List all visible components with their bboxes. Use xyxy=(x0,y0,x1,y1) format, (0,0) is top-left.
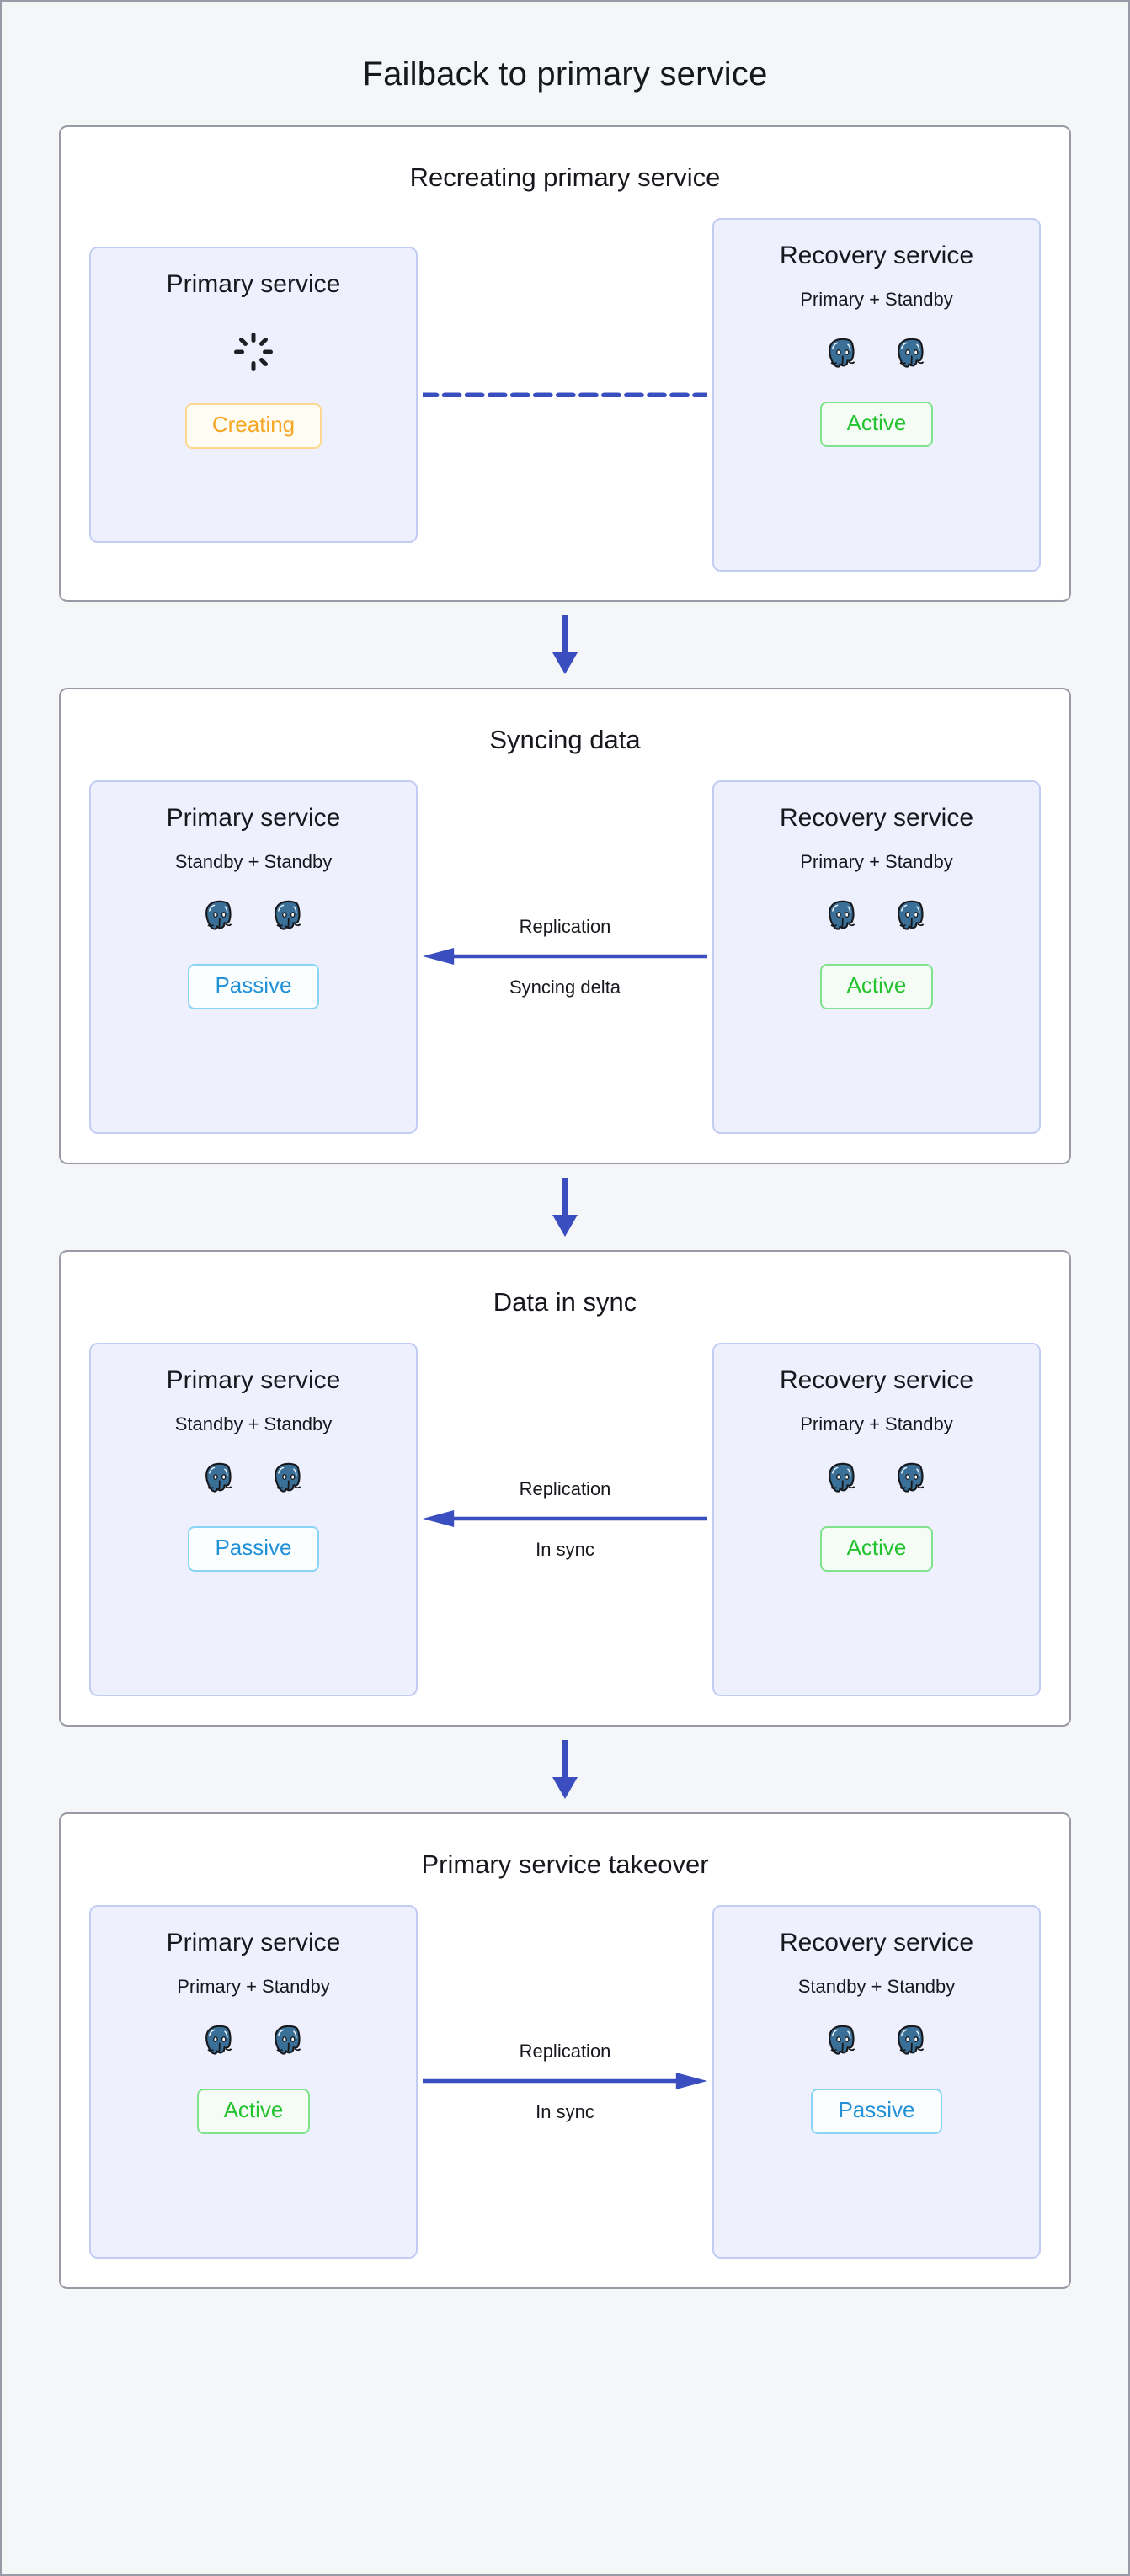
connector-label-bottom: In sync xyxy=(536,1539,594,1560)
arrow-left-icon xyxy=(423,1510,707,1527)
stage-transition-arrow xyxy=(59,1164,1071,1250)
status-badge: Passive xyxy=(188,1526,319,1572)
stage-title: Syncing data xyxy=(489,725,641,754)
postgresql-elephant-icon xyxy=(275,1462,301,1493)
postgresql-elephant-icon xyxy=(275,900,301,930)
status-badge: Active xyxy=(819,964,934,1009)
arrow-down-icon xyxy=(552,1740,578,1799)
connector-label-top: Replication xyxy=(519,915,611,937)
status-badge: Creating xyxy=(184,403,322,449)
node-row xyxy=(820,895,933,939)
connector-label-top: Replication xyxy=(519,2040,611,2062)
status-badge: Active xyxy=(819,402,934,447)
connector-label-bottom: In sync xyxy=(536,2101,594,2122)
service-name: Recovery service xyxy=(779,804,974,832)
service-name: Recovery service xyxy=(779,1929,974,1956)
postgresql-elephant-icon xyxy=(205,1462,232,1493)
stage-transition-arrow xyxy=(59,1727,1071,1812)
arrow-down-icon xyxy=(552,1178,578,1237)
service-name: Primary service xyxy=(166,270,341,298)
service-topology: Primary + Standby xyxy=(800,289,953,310)
postgresql-elephant-icon xyxy=(898,1462,925,1493)
postgresql-elephant-icon xyxy=(898,2025,925,2055)
loading-spinner-icon xyxy=(231,329,276,375)
postgresql-elephant-icon xyxy=(205,900,232,930)
stage-title: Recreating primary service xyxy=(409,162,721,192)
stage-title: Primary service takeover xyxy=(421,1850,709,1879)
node-row xyxy=(197,1457,310,1501)
postgresql-elephant-icon xyxy=(829,1462,855,1493)
service-name: Primary service xyxy=(166,1366,341,1394)
postgresql-elephant-icon xyxy=(898,338,925,368)
postgresql-elephant-icon xyxy=(829,338,855,368)
node-row xyxy=(820,2020,933,2063)
status-badge: Passive xyxy=(188,964,319,1009)
arrow-down-icon xyxy=(552,615,578,674)
service-topology: Primary + Standby xyxy=(800,1413,953,1434)
connector-label-bottom: Syncing delta xyxy=(509,977,621,998)
postgresql-elephant-icon xyxy=(275,2025,301,2055)
page-title: Failback to primary service xyxy=(362,56,768,93)
service-topology: Standby + Standby xyxy=(174,851,333,872)
service-name: Primary service xyxy=(166,1929,341,1956)
service-name: Primary service xyxy=(166,804,341,832)
dashed-link-line xyxy=(423,392,707,397)
postgresql-elephant-icon xyxy=(205,2025,232,2055)
arrow-right-icon xyxy=(423,2073,707,2089)
postgresql-elephant-icon xyxy=(898,900,925,930)
status-badge: Active xyxy=(819,1526,934,1572)
status-badge: Passive xyxy=(811,2089,942,2134)
stage-transition-arrow xyxy=(59,602,1071,688)
replication-connector: Replication In sync xyxy=(418,1477,712,1560)
node-row xyxy=(197,895,310,939)
postgresql-elephant-icon xyxy=(829,900,855,930)
replication-connector xyxy=(418,391,712,399)
connector-label-top: Replication xyxy=(519,1477,611,1499)
service-topology: Primary + Standby xyxy=(177,1976,330,1997)
service-name: Recovery service xyxy=(779,242,974,269)
service-topology: Standby + Standby xyxy=(174,1413,333,1434)
service-name: Recovery service xyxy=(779,1366,974,1394)
node-row xyxy=(197,2020,310,2063)
stage-title: Data in sync xyxy=(493,1287,637,1317)
service-topology: Standby + Standby xyxy=(797,1976,956,1997)
node-row xyxy=(820,1457,933,1501)
arrow-left-icon xyxy=(423,948,707,965)
postgresql-elephant-icon xyxy=(829,2025,855,2055)
replication-connector: Replication In sync xyxy=(418,2041,712,2122)
service-topology: Primary + Standby xyxy=(800,851,953,872)
node-row xyxy=(820,333,933,376)
status-badge: Active xyxy=(196,2089,311,2134)
